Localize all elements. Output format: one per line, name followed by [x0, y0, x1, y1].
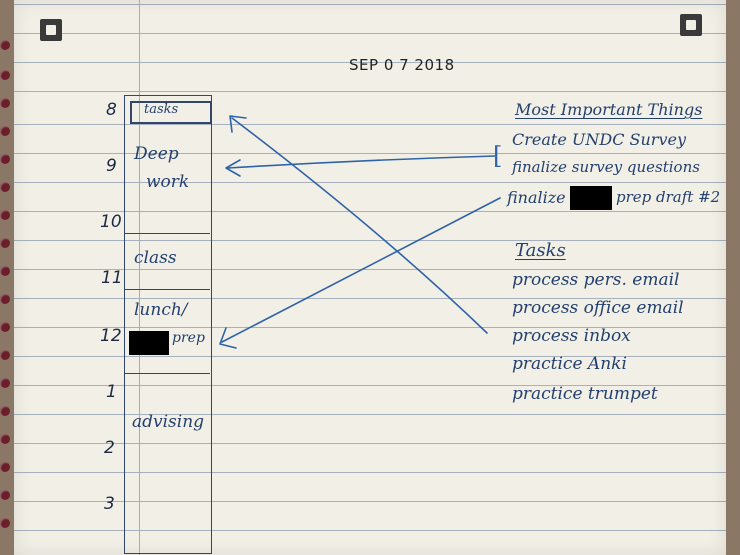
schedule-column — [124, 95, 212, 554]
spiral-ring — [0, 70, 10, 80]
task-item: process office email — [512, 298, 684, 318]
lunch-label: lunch/ — [134, 300, 188, 320]
hour-label: 3 — [104, 494, 115, 514]
spiral-ring — [0, 322, 10, 332]
corner-mark-icon — [40, 19, 62, 41]
spiral-ring — [0, 294, 10, 304]
spiral-ring — [0, 210, 10, 220]
redaction-bar — [129, 331, 169, 355]
advising-label: advising — [132, 412, 205, 432]
spiral-ring — [0, 350, 10, 360]
block-divider — [124, 233, 210, 234]
spiral-ring — [0, 154, 10, 164]
hour-label: 8 — [106, 100, 117, 120]
spiral-ring — [0, 126, 10, 136]
task-item: process inbox — [512, 326, 631, 346]
bracket-icon: [ — [493, 142, 503, 170]
tasks-block-label: tasks — [144, 102, 179, 117]
task-item: practice trumpet — [512, 384, 658, 404]
task-item: process pers. email — [512, 270, 680, 290]
spiral-ring — [0, 98, 10, 108]
mit-draft-prefix: finalize — [507, 188, 566, 207]
hour-label: 12 — [100, 326, 122, 346]
mit-heading: Most Important Things — [515, 100, 703, 119]
hour-label: 2 — [104, 438, 115, 458]
tasks-block — [130, 101, 212, 124]
margin-line — [139, 0, 140, 555]
hour-label: 10 — [100, 212, 122, 232]
date-stamp: SEP 0 7 2018 — [349, 56, 455, 74]
spiral-ring — [0, 378, 10, 388]
hour-label: 11 — [101, 268, 123, 288]
prep-label: prep — [172, 330, 205, 346]
task-item: practice Anki — [512, 354, 627, 374]
class-label: class — [134, 248, 177, 268]
mit-item: finalize survey questions — [512, 158, 700, 176]
deep-label: Deep — [134, 144, 179, 164]
corner-mark-icon — [680, 14, 702, 36]
spiral-ring — [0, 490, 10, 500]
spiral-ring — [0, 182, 10, 192]
spiral-ring — [0, 406, 10, 416]
block-divider — [124, 373, 210, 374]
work-label: work — [146, 172, 190, 192]
hour-label: 1 — [106, 382, 117, 402]
spiral-ring — [0, 266, 10, 276]
tasks-heading: Tasks — [515, 240, 566, 261]
mit-draft-suffix: prep draft #2 — [616, 188, 721, 206]
block-divider — [124, 289, 210, 290]
spiral-ring — [0, 518, 10, 528]
spiral-ring — [0, 434, 10, 444]
redaction-bar — [570, 186, 612, 210]
spiral-ring — [0, 40, 10, 50]
hour-label: 9 — [106, 156, 117, 176]
mit-item: Create UNDC Survey — [512, 130, 686, 149]
spiral-ring — [0, 462, 10, 472]
spiral-ring — [0, 238, 10, 248]
